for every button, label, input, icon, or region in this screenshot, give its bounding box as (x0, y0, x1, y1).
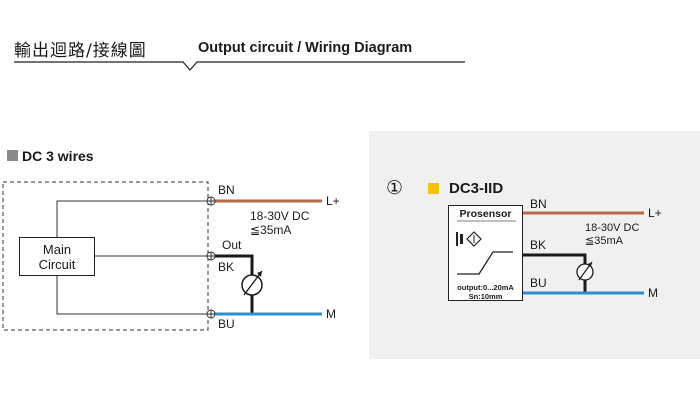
internal-wire-bn (56, 200, 208, 237)
section-title-dc3wires: DC 3 wires (22, 148, 94, 164)
right-label-lplus: L+ (648, 206, 662, 220)
label-lplus: L+ (326, 194, 340, 208)
label-current: ≦35mA (250, 223, 292, 237)
model-title: DC3-IID (449, 180, 504, 197)
model-marker-yellow (428, 183, 439, 194)
right-label-current: ≦35mA (585, 235, 623, 247)
right-panel-background (369, 131, 700, 359)
terminal-out (206, 251, 216, 261)
main-circuit-box: Main Circuit (19, 237, 95, 276)
sensor-symbol-icon (456, 220, 516, 275)
main-circuit-label-line1: Main (42, 241, 72, 257)
section-marker-gray (7, 150, 18, 161)
label-bu: BU (218, 317, 235, 331)
header-title-chinese: 輸出迴路/接線圖 (14, 41, 147, 61)
label-bk: BK (218, 260, 235, 274)
sensor-brand: Prosensor (459, 208, 512, 220)
sensor-box: Prosensor output:0...20mA Sn:10mm (448, 205, 523, 301)
header-title-english: Output circuit / Wiring Diagram (198, 40, 413, 56)
terminal-bn (206, 196, 216, 206)
label-bn: BN (218, 183, 235, 197)
label-m: M (326, 307, 336, 321)
label-out: Out (222, 238, 242, 252)
right-label-bn: BN (530, 197, 547, 211)
main-circuit-label-line2: Circuit (38, 256, 76, 272)
label-voltage: 18-30V DC (250, 209, 310, 223)
right-load-meter-icon (576, 261, 594, 281)
right-label-bu: BU (530, 276, 547, 290)
load-meter-icon (241, 270, 263, 296)
sensor-output-spec: output:0...20mA (457, 283, 514, 292)
right-label-voltage: 18-30V DC (585, 222, 640, 234)
right-label-m: M (648, 286, 658, 300)
diagram-number: ① (386, 178, 404, 199)
sensor-enclosure-dashed (2, 181, 209, 331)
right-label-bk: BK (530, 238, 547, 252)
internal-wire-bu (56, 276, 208, 315)
terminal-bu (206, 309, 216, 319)
sensor-range-spec: Sn:10mm (468, 292, 503, 301)
